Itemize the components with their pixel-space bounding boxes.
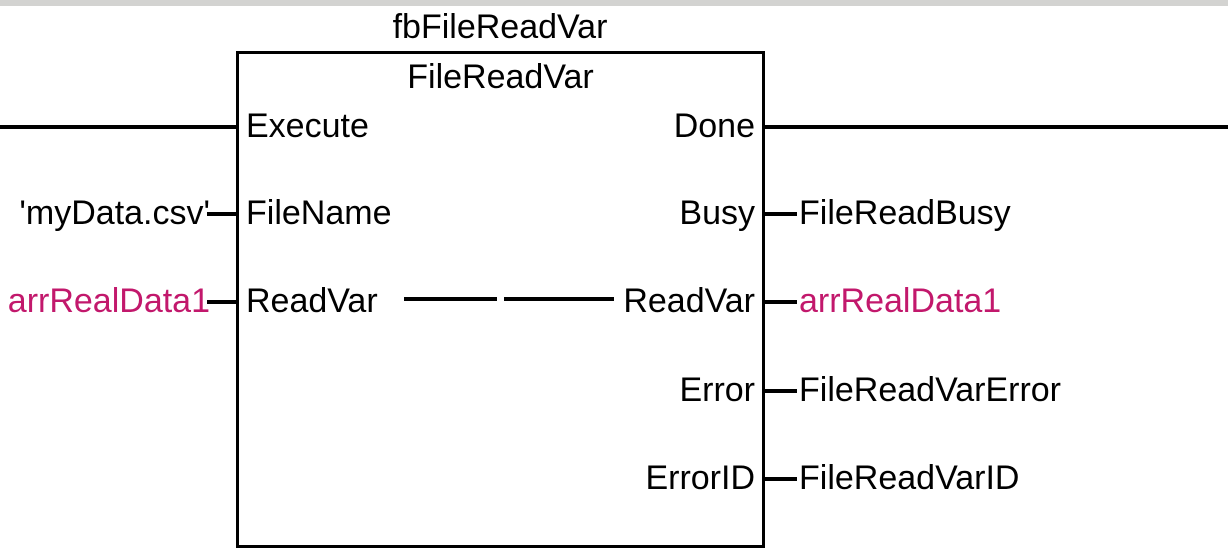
output-pin-label-error: Error: [679, 371, 755, 409]
function-block-body[interactable]: [236, 51, 765, 548]
input-variable-filename[interactable]: 'myData.csv': [19, 194, 210, 232]
output-wire-done[interactable]: [765, 125, 1228, 129]
output-variable-error[interactable]: FileReadVarError: [799, 371, 1062, 409]
input-wire-readvar[interactable]: [207, 300, 236, 304]
input-wire-filename[interactable]: [207, 212, 236, 216]
block-type-name: FileReadVar: [407, 58, 594, 96]
input-wire-execute[interactable]: [0, 125, 236, 129]
input-pin-label-readvar: ReadVar: [246, 282, 378, 320]
inout-passthrough-line-left: [404, 297, 497, 301]
output-wire-errorid[interactable]: [765, 477, 797, 481]
output-pin-label-done: Done: [673, 107, 755, 145]
output-pin-label-readvar: ReadVar: [623, 282, 755, 320]
output-wire-error[interactable]: [765, 389, 797, 393]
input-pin-label-filename: FileName: [246, 194, 392, 232]
output-wire-readvar[interactable]: [765, 300, 797, 304]
output-wire-busy[interactable]: [765, 212, 797, 216]
block-instance-name: fbFileReadVar: [392, 8, 608, 46]
inout-passthrough-line-right: [504, 297, 614, 301]
input-pin-label-execute: Execute: [246, 107, 369, 145]
window-top-strip: [0, 0, 1228, 6]
output-variable-readvar[interactable]: arrRealData1: [799, 282, 1002, 320]
output-variable-errorid[interactable]: FileReadVarID: [799, 459, 1020, 497]
output-variable-busy[interactable]: FileReadBusy: [799, 194, 1011, 232]
output-pin-label-busy: Busy: [679, 194, 755, 232]
input-variable-readvar[interactable]: arrRealData1: [7, 282, 210, 320]
output-pin-label-errorid: ErrorID: [645, 459, 755, 497]
